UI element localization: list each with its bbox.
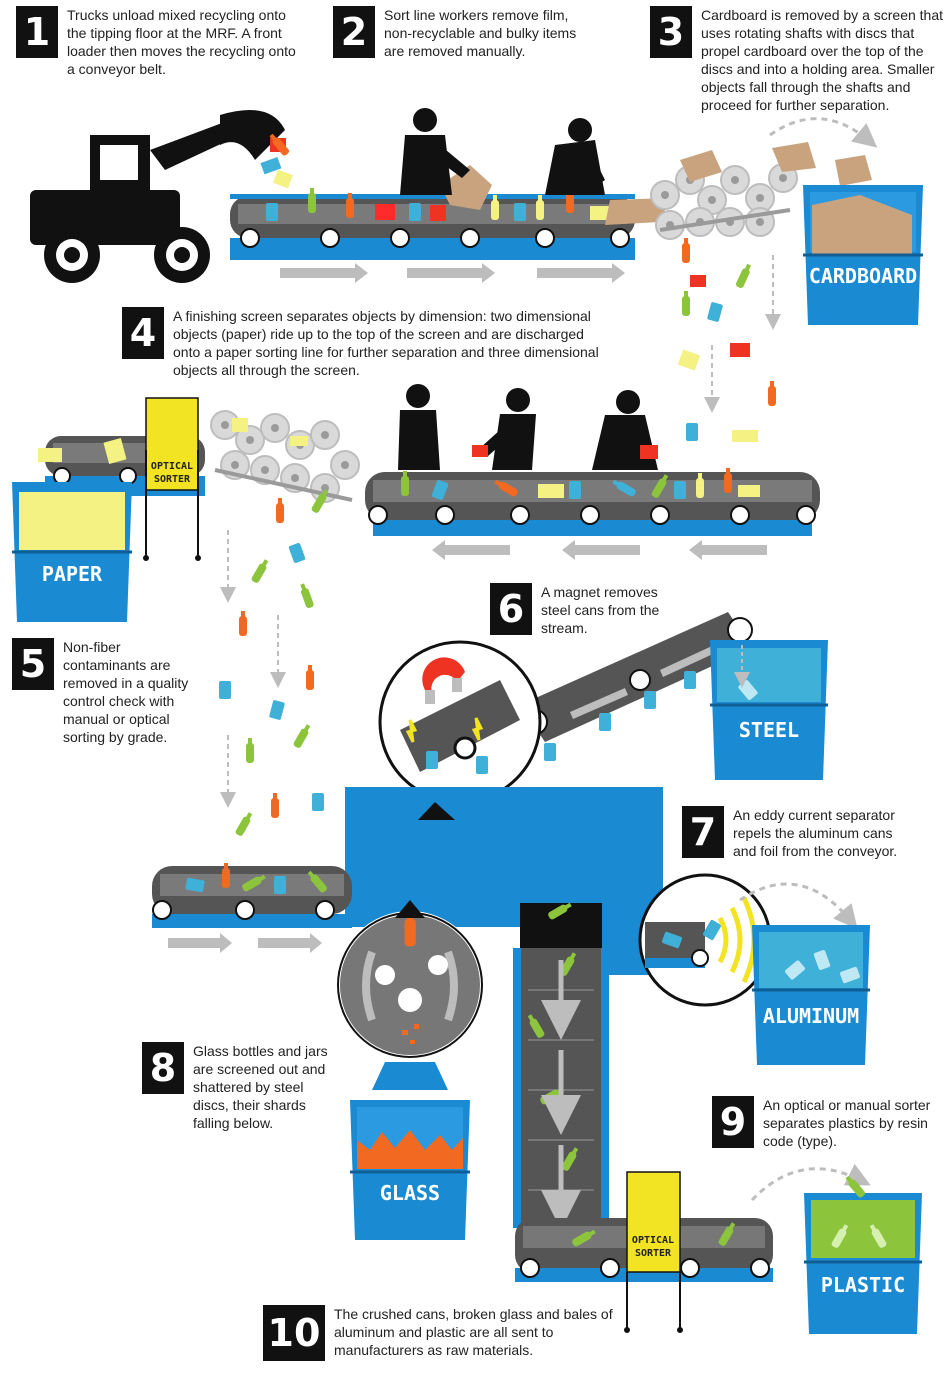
bin-label-plastic: PLASTIC (821, 1273, 905, 1297)
step-10: 10 The crushed cans, broken glass and ba… (263, 1305, 623, 1361)
step-4: 4 A finishing screen separates objects b… (122, 307, 622, 379)
vertical-plastics-chute (513, 901, 609, 1230)
step-number-9: 9 (712, 1096, 754, 1148)
worker-icon (472, 388, 536, 470)
step-text-9: An optical or manual sorter separates pl… (763, 1097, 931, 1149)
worker-icon (592, 390, 658, 470)
top-sort-conveyor (230, 194, 635, 260)
step-text-6: A magnet removes steel cans from the str… (541, 584, 660, 636)
plastic-bin: PLASTIC (804, 1174, 922, 1334)
step-number-7: 7 (682, 806, 724, 858)
worker-icon (398, 384, 440, 470)
falling-items-5 (219, 488, 330, 837)
disc-screen-icon (210, 410, 360, 503)
step-9: 9 An optical or manual sorter separates … (712, 1096, 942, 1150)
step-number-8: 8 (142, 1042, 184, 1094)
step-text-10: The crushed cans, broken glass and bales… (334, 1306, 613, 1358)
optical-sorter-paper: OPTICAL SORTER (143, 397, 201, 561)
paper-bin: PAPER (12, 482, 132, 622)
step-number-3: 3 (650, 6, 692, 58)
bin-label-aluminum: ALUMINUM (763, 1004, 859, 1028)
bin-label-steel: STEEL (739, 718, 799, 742)
step-2: 2 Sort line workers remove film, non-rec… (333, 6, 603, 60)
worker-icon (545, 118, 605, 195)
step-text-5: Non-fiber contaminants are removed in a … (63, 639, 189, 745)
central-hopper (345, 787, 663, 975)
step-number-6: 6 (490, 583, 532, 635)
step-text-3: Cardboard is removed by a screen that us… (701, 7, 944, 113)
optical-sorter-plastics: OPTICAL SORTER (624, 1171, 683, 1333)
step-text-7: An eddy current separator repels the alu… (733, 807, 898, 859)
step-5: 5 Non-fiber contaminants are removed in … (12, 638, 212, 746)
bin-label-cardboard: CARDBOARD (809, 264, 917, 288)
bin-label-paper: PAPER (42, 562, 103, 586)
cardboard-bin: CARDBOARD (803, 185, 923, 325)
middle-flow-arrows (432, 540, 767, 560)
lower-left-conveyor (152, 863, 352, 953)
disc-screen-icon (650, 163, 798, 240)
step-number-2: 2 (333, 6, 375, 58)
optical-sorter-label-line1: OPTICAL (151, 461, 193, 472)
top-belt-items (260, 132, 670, 225)
step-text-2: Sort line workers remove film, non-recyc… (384, 7, 577, 59)
falling-items-3 (677, 238, 781, 442)
aluminum-bin: ALUMINUM (752, 925, 870, 1065)
optical-sorter-label-line2: SORTER (635, 1248, 672, 1259)
step-number-4: 4 (122, 307, 164, 359)
glass-bin: GLASS (350, 1062, 470, 1240)
step-number-1: 1 (16, 6, 58, 58)
step-8: 8 Glass bottles and jars are screened ou… (142, 1042, 342, 1132)
eddy-wave-icon (638, 873, 772, 1007)
step-1: 1 Trucks unload mixed recycling onto the… (16, 6, 316, 78)
glass-crusher-icon (336, 900, 484, 1059)
worker-icon (400, 108, 470, 195)
front-loader-icon (30, 110, 285, 283)
step-text-1: Trucks unload mixed recycling onto the t… (67, 7, 296, 77)
step-text-8: Glass bottles and jars are screened out … (193, 1043, 328, 1131)
step-6: 6 A magnet removes steel cans from the s… (490, 583, 690, 637)
middle-sort-conveyor (365, 468, 820, 536)
steel-bin: STEEL (710, 640, 828, 780)
step-number-5: 5 (12, 638, 54, 690)
top-flow-arrows (280, 263, 625, 283)
step-3: 3 Cardboard is removed by a screen that … (650, 6, 950, 114)
step-number-10: 10 (263, 1305, 325, 1361)
step-text-4: A finishing screen separates objects by … (173, 308, 599, 378)
cardboard-box-icon (680, 142, 872, 186)
optical-sorter-label-line2: SORTER (154, 474, 191, 485)
optical-sorter-label-line1: OPTICAL (632, 1235, 674, 1246)
step-7: 7 An eddy current separator repels the a… (682, 806, 922, 860)
bin-label-glass: GLASS (380, 1181, 440, 1205)
